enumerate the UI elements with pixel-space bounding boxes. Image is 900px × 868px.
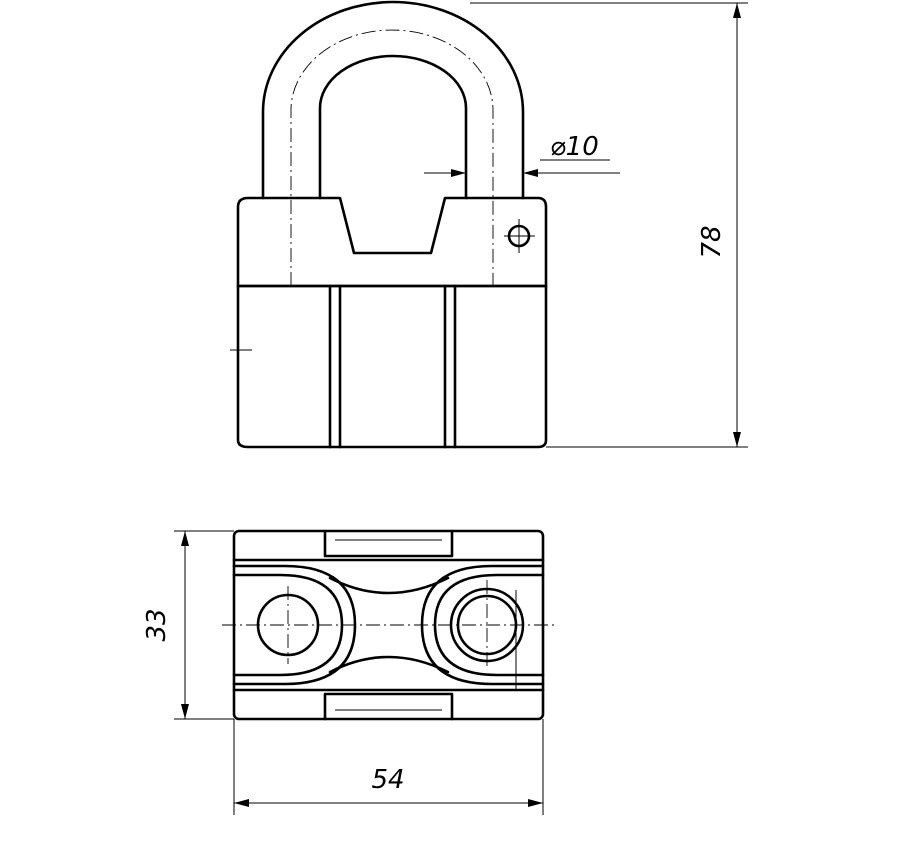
shackle-diameter-label: ⌀10 — [550, 132, 599, 162]
body-depth-label: 33 — [142, 608, 172, 641]
top-view: 33 54 — [142, 529, 555, 815]
body-width-label: 54 — [371, 765, 404, 795]
shackle — [261, 0, 525, 286]
dimension-shackle-diameter: ⌀10 — [424, 132, 620, 177]
dimension-overall-height: 78 — [470, 2, 748, 448]
lock-head — [236, 196, 548, 288]
dimension-body-width: 54 — [233, 719, 544, 815]
lock-body — [230, 284, 548, 449]
overall-height-label: 78 — [697, 225, 727, 258]
front-view: ⌀10 78 — [230, 0, 748, 449]
dimension-body-depth: 33 — [142, 530, 234, 720]
